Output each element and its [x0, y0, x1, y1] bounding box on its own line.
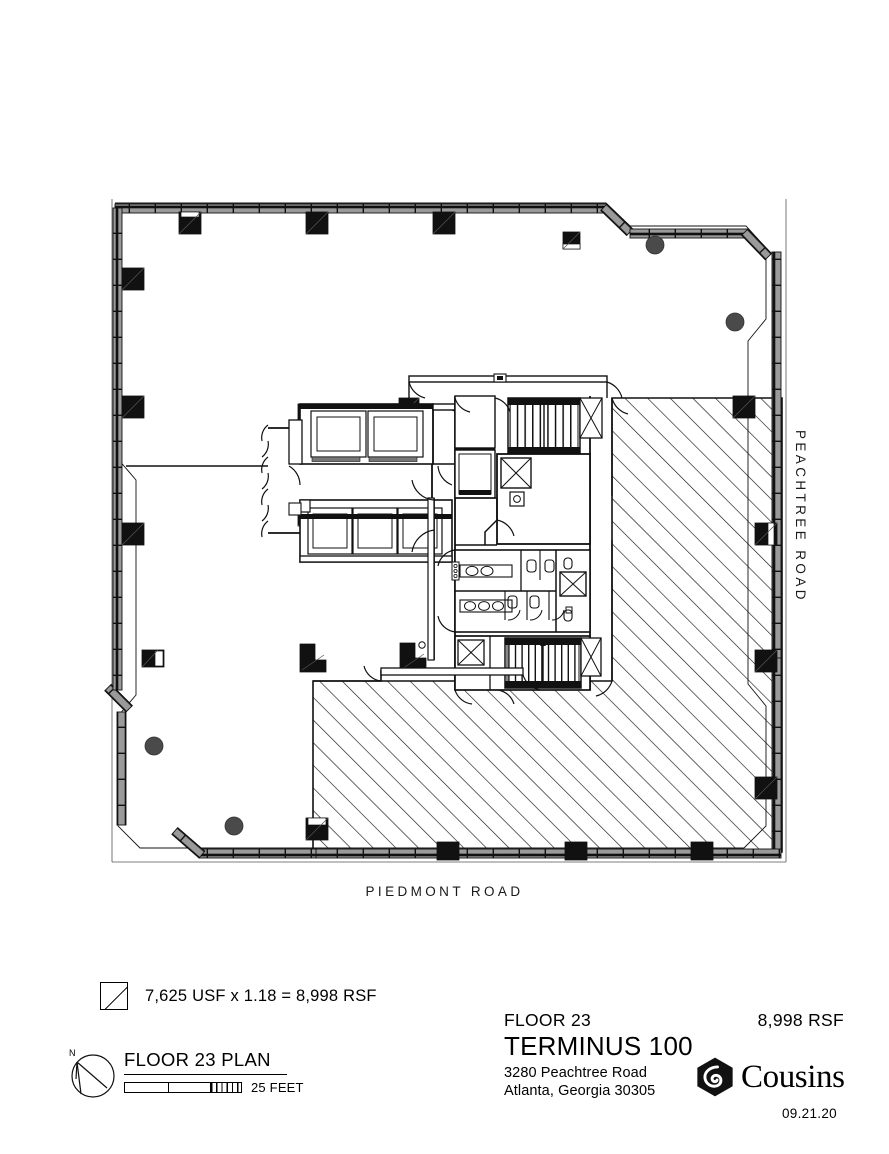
north-letter: N [69, 1048, 76, 1058]
column [690, 841, 714, 861]
scale-and-compass-block: N FLOOR 23 PLAN 25 FEET [69, 1046, 304, 1098]
column [732, 395, 756, 419]
column [121, 395, 145, 419]
column [436, 841, 460, 861]
west-office-rooms [126, 403, 489, 563]
road-label-piedmont: PIEDMONT ROAD [365, 884, 524, 899]
door-swings-west [261, 409, 471, 538]
graphic-scale-bar [124, 1082, 242, 1094]
demising-walls [313, 382, 613, 682]
column [754, 649, 778, 673]
title-block-date: 09.21.20 [782, 1106, 837, 1121]
title-underline [124, 1074, 287, 1076]
round-column [645, 235, 665, 255]
door-swings-core [363, 381, 629, 697]
core-north [408, 373, 608, 690]
interior-column [141, 649, 165, 668]
stair-south [504, 637, 582, 689]
round-column [144, 736, 164, 756]
exterior-curtain-wall [104, 202, 782, 859]
core-south [454, 635, 602, 705]
column [562, 231, 581, 250]
column [754, 776, 778, 800]
shaft-south [457, 639, 485, 666]
title-block-address-line1: 3280 Peachtree Road [504, 1065, 647, 1082]
cousins-logo: Cousins [694, 1056, 845, 1098]
column [432, 211, 456, 235]
elevator-control [509, 491, 525, 507]
round-column [725, 312, 745, 332]
area-legend: 7,625 USF x 1.18 = 8,998 RSF [100, 982, 377, 1010]
title-block: FLOOR 23 8,998 RSF TERMINUS 100 3280 Pea… [504, 1010, 844, 1100]
round-column [224, 816, 244, 836]
title-block-floor: FLOOR 23 [504, 1010, 592, 1030]
interior-column [299, 643, 327, 673]
shaft-mid [559, 571, 587, 597]
area-legend-text: 7,625 USF x 1.18 = 8,998 RSF [145, 986, 377, 1005]
cousins-wordmark: Cousins [741, 1058, 845, 1095]
drawing-viewport-frame [111, 199, 787, 863]
cousins-hexagon-icon [697, 1057, 733, 1097]
column [754, 522, 778, 546]
column [121, 267, 145, 291]
column [178, 211, 202, 235]
column [564, 841, 588, 861]
title-block-building-name: TERMINUS 100 [504, 1031, 693, 1061]
title-block-rsf: 8,998 RSF [757, 1010, 844, 1030]
north-arrow-icon: N [69, 1048, 116, 1098]
elevator-car [500, 457, 532, 489]
hatch-swatch-icon [100, 982, 128, 1010]
restrooms [437, 549, 591, 633]
shaft-north [579, 397, 603, 439]
stair-north [507, 397, 581, 455]
round-columns [144, 235, 745, 836]
column [305, 817, 329, 841]
column [121, 522, 145, 546]
plan-title: FLOOR 23 PLAN [124, 1049, 271, 1070]
scale-units-label: 25 FEET [251, 1080, 304, 1096]
road-label-peachtree: PEACHTREE ROAD [793, 430, 808, 603]
title-block-address-line2: Atlanta, Georgia 30305 [504, 1082, 656, 1099]
column [305, 211, 329, 235]
misc-symbols [405, 606, 573, 655]
shaft-southeast [580, 637, 602, 677]
